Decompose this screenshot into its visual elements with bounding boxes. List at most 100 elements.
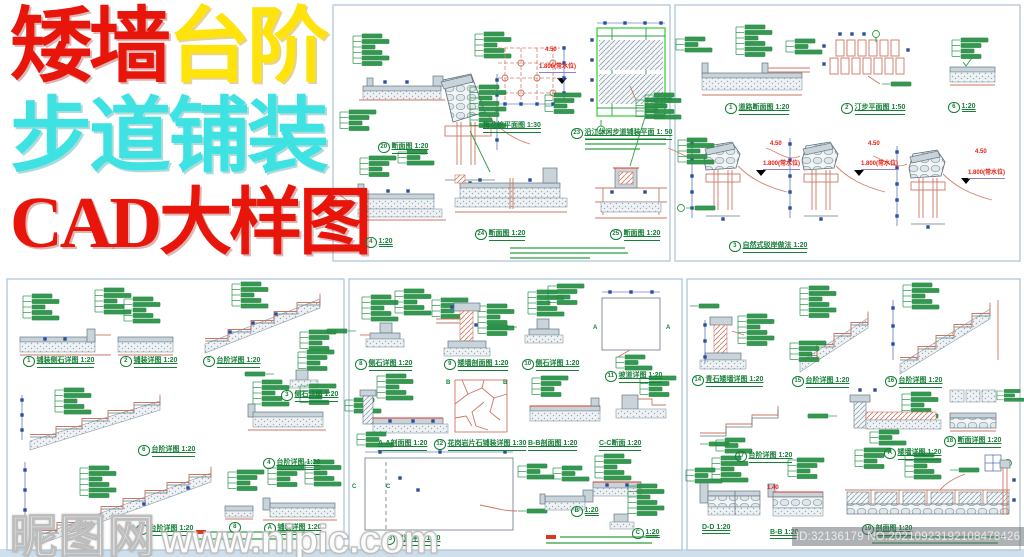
drawing-number-circle: A bbox=[264, 523, 276, 534]
drawing-number-circle: 2 bbox=[841, 103, 853, 114]
drawing-number-circle: 3 bbox=[281, 390, 293, 401]
drawing-label-text: 花岗岩片石铺装详图 1:30 bbox=[447, 438, 527, 451]
drawing-label-text: A bbox=[666, 325, 671, 331]
drawing-label: 梅花桩平面图 1:30 bbox=[483, 120, 541, 133]
drawing-number-circle: 14 bbox=[692, 375, 704, 386]
drawing-label-text: 台阶详图 1:20 bbox=[805, 375, 850, 388]
drawing-label-text: B-B剖面图 1:20 bbox=[528, 438, 578, 451]
drawing-label-text: A bbox=[593, 325, 598, 331]
drawing-label-text: 铺装详图 1:20 bbox=[133, 355, 178, 368]
drawing-number-circle: 20 bbox=[378, 142, 390, 153]
drawing-number-circle: 4 bbox=[263, 458, 275, 469]
drawing-label-text: 矮墙剖面图 1:20 bbox=[457, 358, 509, 371]
art-bottom-middle bbox=[326, 284, 676, 544]
drawing-label-text: 4.50 bbox=[975, 149, 987, 155]
title-segment-yellow: 台阶 bbox=[168, 1, 329, 92]
drawing-label-text: 坡道详图 1:20 bbox=[618, 370, 663, 383]
nipic-watermark-url: www.nipic.com bbox=[161, 517, 440, 557]
drawing-label-text: 矮墙详图 1:20 bbox=[897, 447, 942, 460]
drawing-label-text: 台阶详图 1:20 bbox=[748, 450, 793, 463]
drawing-label-text: 侧石详图 1:20 bbox=[535, 358, 580, 371]
drawing-label-text: 台阶详图 1:20 bbox=[151, 444, 196, 457]
drawing-label-text: 青石矮墙详图 1:20 bbox=[705, 374, 764, 387]
drawing-number-circle: 15 bbox=[792, 376, 804, 387]
drawing-label-text: 台阶详图 1:20 bbox=[276, 457, 321, 470]
drawing-label-text: 1.800(常水位) bbox=[968, 167, 1006, 179]
drawing-label-text: 汀步平面图 1:50 bbox=[854, 102, 906, 115]
drawing-label-text: 台阶详图 1:20 bbox=[149, 523, 194, 536]
drawing-label-text: B bbox=[503, 380, 508, 386]
drawing-number-circle: A bbox=[884, 448, 896, 459]
drawing-label-text: 断面图 1:20 bbox=[391, 141, 429, 154]
drawing-label: 4.50 bbox=[975, 149, 987, 155]
drawing-label-text: B-B 1:20 bbox=[770, 529, 799, 539]
drawing-number-circle: 9 bbox=[444, 359, 456, 370]
drawing-label: 4.50 bbox=[868, 141, 880, 147]
nipic-watermark-site-name: 昵图网 bbox=[9, 511, 157, 557]
drawing-number-circle: 23 bbox=[571, 128, 583, 139]
art-bottom-right bbox=[686, 283, 1024, 544]
drawing-number-circle: 18 bbox=[944, 436, 956, 447]
drawing-label-text: B bbox=[446, 380, 451, 386]
drawing-label: 4.50 bbox=[545, 47, 557, 53]
drawing-number-circle: B bbox=[571, 506, 583, 517]
drawing-label-text: 断面图 1:20 bbox=[623, 228, 661, 241]
drawing-number-circle: 24 bbox=[475, 229, 487, 240]
id-watermark: ID:32136179 NO.20210923192108478426 bbox=[792, 527, 1024, 546]
drawing-label-text: 坡道详图 1:20 bbox=[396, 533, 441, 546]
title-segment-red: 矮墙 bbox=[10, 1, 171, 92]
drawing-number-circle: 16 bbox=[885, 376, 897, 387]
drawing-label-text: 侧石详图 1:20 bbox=[294, 389, 339, 402]
drawing-label: C bbox=[386, 484, 390, 492]
drawing-label-text: 台阶详图 1:20 bbox=[898, 375, 943, 388]
drawing-label-text: 沿江休闲步道铺装平面 1: 50 bbox=[584, 127, 673, 140]
drawing-number-circle: 13 bbox=[383, 534, 395, 545]
drawing-number-circle: 7 bbox=[136, 524, 148, 535]
drawing-label: A-A剖面图 1:20 bbox=[378, 438, 428, 451]
art-bottom-left bbox=[19, 282, 341, 547]
drawing-number-circle: 8 bbox=[229, 522, 241, 533]
drawing-label-text: D-D 1:20 bbox=[702, 524, 731, 534]
drawing-number-circle: C bbox=[632, 528, 644, 539]
drawing-label-text: 断面详图 1:20 bbox=[957, 435, 1002, 448]
drawing-label-text: C-C断面 1:20 bbox=[599, 438, 642, 451]
drawing-label-text: 1.40 bbox=[767, 485, 779, 491]
drawing-number-circle: 11 bbox=[605, 371, 617, 382]
bottom-edge-strip bbox=[0, 549, 1024, 557]
drawing-label: B-B 1:20 bbox=[770, 529, 799, 539]
drawing-number-circle: 3 bbox=[729, 241, 741, 252]
drawing-label-text: C bbox=[352, 484, 357, 490]
drawing-label-text: A-A剖面图 1:20 bbox=[378, 438, 428, 451]
drawing-label-text: 自然式驳岸做法 1:20 bbox=[742, 240, 808, 253]
drawing-label: 8 bbox=[229, 522, 241, 533]
drawing-label: 1.800(常水位) bbox=[763, 158, 801, 170]
drawing-label-text: 梅花桩平面图 1:30 bbox=[483, 120, 541, 133]
page-title-line1: 矮墙台阶 bbox=[10, 6, 329, 88]
drawing-number-circle: 4 bbox=[365, 237, 377, 248]
drawing-label-text: 1:20 bbox=[961, 103, 976, 112]
drawing-label-text: 4.50 bbox=[770, 141, 782, 147]
drawing-number-circle: 25 bbox=[610, 229, 622, 240]
drawing-label: 1.800(常水位) bbox=[968, 167, 1006, 179]
drawing-label-text: 1.800(常水位) bbox=[861, 158, 899, 170]
